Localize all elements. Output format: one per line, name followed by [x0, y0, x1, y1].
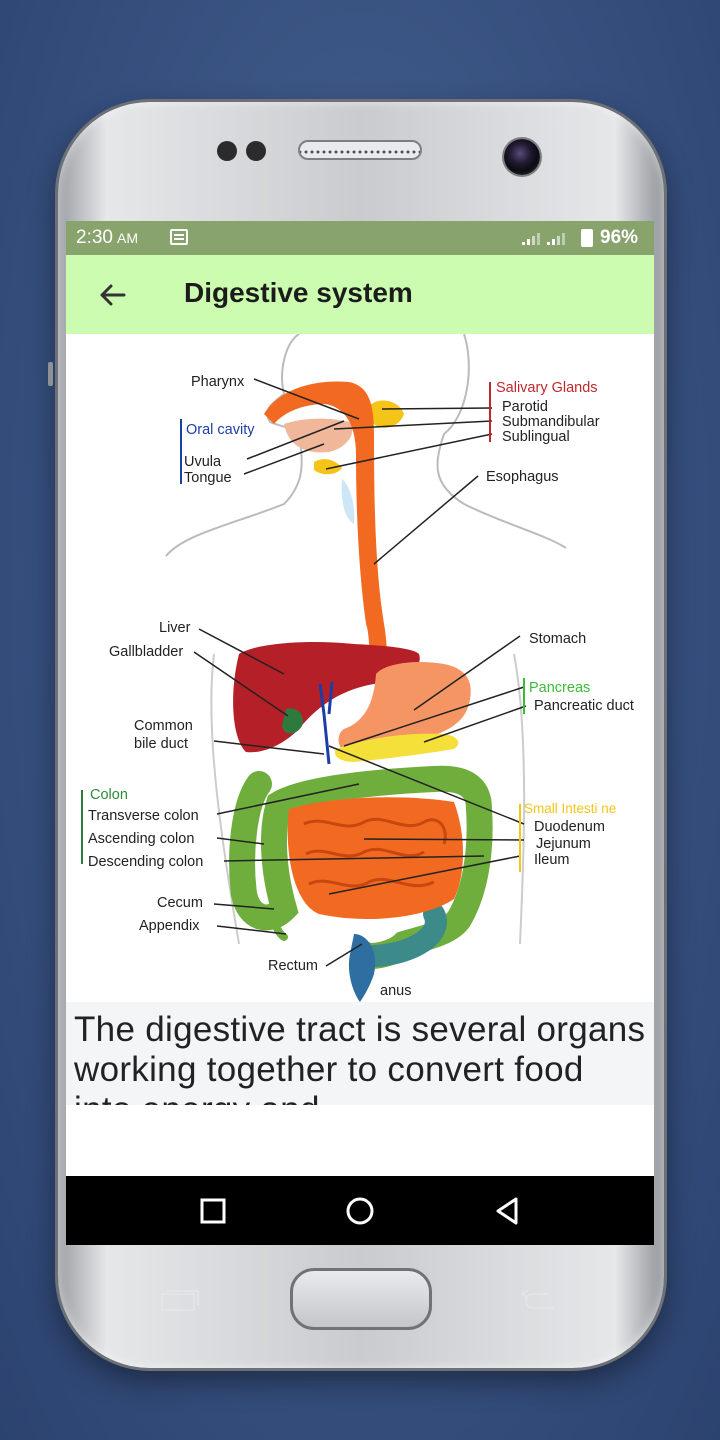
label-liver: Liver — [159, 620, 191, 636]
arrow-left-icon[interactable] — [94, 277, 130, 313]
app-bar: Digestive system — [66, 255, 654, 334]
label-pharynx: Pharynx — [191, 374, 245, 390]
battery-icon — [581, 229, 593, 247]
earpiece-speaker — [298, 140, 422, 160]
label-pancreatic-duct: Pancreatic duct — [534, 698, 634, 714]
label-common-bile-duct-2: bile duct — [134, 736, 188, 752]
front-camera — [504, 139, 540, 175]
home-circle-icon[interactable] — [345, 1196, 375, 1226]
label-parotid: Parotid — [502, 399, 548, 415]
label-rectum: Rectum — [268, 958, 318, 974]
recents-square-icon[interactable] — [198, 1196, 228, 1226]
label-small-intestine: Small Intesti ne — [524, 801, 616, 816]
diagram-svg: Pharynx Oral cavity Uvula Tongue Salivar… — [81, 333, 634, 1002]
label-ascending-colon: Ascending colon — [88, 831, 194, 847]
phone-side-button — [48, 362, 53, 386]
label-common-bile-duct: Common — [134, 718, 193, 734]
sensor-dot — [217, 141, 237, 161]
label-oral-cavity: Oral cavity — [186, 422, 255, 438]
label-esophagus: Esophagus — [486, 469, 559, 485]
label-stomach: Stomach — [529, 631, 586, 647]
label-sublingual: Sublingual — [502, 429, 570, 445]
label-pancreas: Pancreas — [529, 680, 590, 696]
label-appendix: Appendix — [139, 918, 200, 934]
label-anus: anus — [380, 983, 411, 999]
signal-icon — [522, 233, 565, 245]
label-salivary-glands: Salivary Glands — [496, 380, 598, 396]
label-duodenum: Duodenum — [534, 819, 605, 835]
sensor-dot — [246, 141, 266, 161]
label-cecum: Cecum — [157, 895, 203, 911]
digestive-system-diagram: Pharynx Oral cavity Uvula Tongue Salivar… — [74, 333, 646, 1002]
recent-apps-key-icon — [161, 1290, 199, 1311]
label-gallbladder: Gallbladder — [109, 644, 183, 660]
page-title: Digestive system — [184, 277, 413, 308]
label-transverse-colon: Transverse colon — [88, 808, 199, 824]
navigation-bar — [66, 1176, 654, 1245]
label-submandibular: Submandibular — [502, 414, 600, 430]
hardware-home-button[interactable] — [290, 1268, 432, 1330]
label-descending-colon: Descending colon — [88, 854, 203, 870]
description-text: The digestive tract is several organs wo… — [74, 1010, 646, 1105]
notification-icon — [170, 229, 188, 245]
label-ileum: Ileum — [534, 852, 569, 868]
battery-percentage: 96% — [600, 227, 639, 248]
description-text-area[interactable]: The digestive tract is several organs wo… — [66, 1002, 654, 1105]
label-uvula: Uvula — [184, 454, 222, 470]
back-key-icon — [520, 1289, 554, 1309]
back-triangle-icon[interactable] — [492, 1196, 522, 1226]
label-colon: Colon — [90, 787, 128, 803]
label-jejunum: Jejunum — [536, 836, 591, 852]
label-tongue: Tongue — [184, 470, 232, 486]
